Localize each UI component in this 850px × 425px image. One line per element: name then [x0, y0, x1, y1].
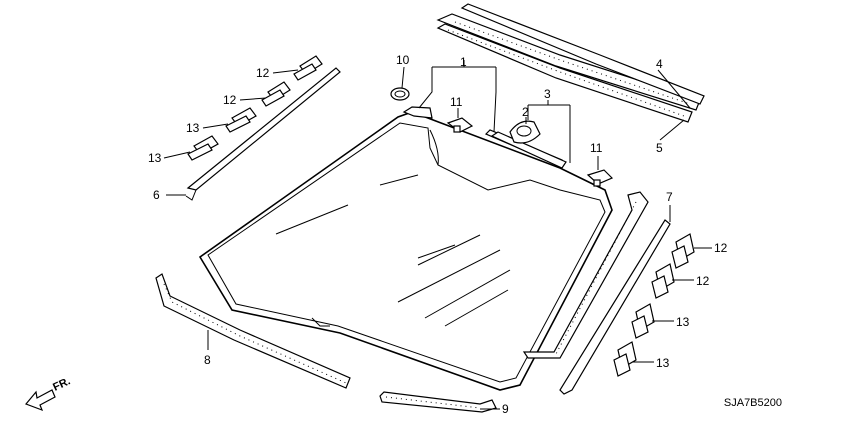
callout-1: 1 [460, 55, 467, 69]
callout-12-top-left: 12 [256, 66, 270, 80]
front-arrow-icon [24, 389, 56, 412]
clip-13-upper-left [225, 107, 257, 133]
callout-9: 9 [502, 402, 509, 416]
roof-molding-upper [436, 3, 705, 111]
callout-12-mid-left: 12 [223, 93, 237, 107]
clip-13-lower-left [187, 135, 219, 161]
clip-part-11-left [446, 117, 474, 133]
callout-7: 7 [666, 190, 673, 204]
callout-13-upper-right: 13 [676, 315, 690, 329]
left-clips [187, 55, 323, 161]
callout-12-top-right: 12 [714, 241, 728, 255]
callout-13-upper-left: 13 [186, 121, 200, 135]
left-pillar-molding-6 [185, 67, 341, 201]
grommet-part-10 [390, 87, 410, 101]
right-clips [613, 233, 695, 377]
top-seal-3 [490, 131, 567, 169]
right-pillar-molding [522, 191, 671, 395]
callout-12-mid-right: 12 [696, 274, 710, 288]
callout-4: 4 [656, 57, 663, 71]
mirror-base-part-2 [509, 120, 541, 144]
clip-12-top-left [293, 55, 323, 81]
drawing-code: SJA7B5200 [724, 397, 782, 409]
clip-12-mid-left [261, 81, 291, 107]
roof-molding-lower [436, 23, 693, 123]
callout-2: 2 [522, 105, 529, 119]
callout-3: 3 [544, 87, 551, 101]
callout-11-left: 11 [450, 95, 463, 109]
clip-13-lower-right [613, 341, 637, 377]
callout-13-lower-right: 13 [656, 356, 670, 370]
lower-molding-8 [155, 273, 351, 389]
callout-13-lower-left: 13 [148, 151, 162, 165]
callout-10: 10 [396, 53, 410, 67]
callout-6: 6 [153, 188, 160, 202]
callout-5: 5 [656, 141, 663, 155]
callout-11-right: 11 [590, 141, 603, 155]
clip-13-upper-right [631, 303, 655, 339]
direction-label: FR. [51, 375, 72, 393]
leader-lines [163, 60, 712, 410]
callout-8: 8 [204, 353, 211, 367]
clip-12-mid-right [651, 263, 675, 299]
callout-labels: 1 2 3 4 5 6 7 8 9 10 11 11 12 12 13 13 1… [148, 53, 728, 416]
front-direction-indicator: FR. [24, 375, 72, 412]
clip-part-11-right [586, 169, 614, 187]
clip-12-top-right [671, 233, 695, 269]
lower-molding-9 [379, 391, 497, 413]
